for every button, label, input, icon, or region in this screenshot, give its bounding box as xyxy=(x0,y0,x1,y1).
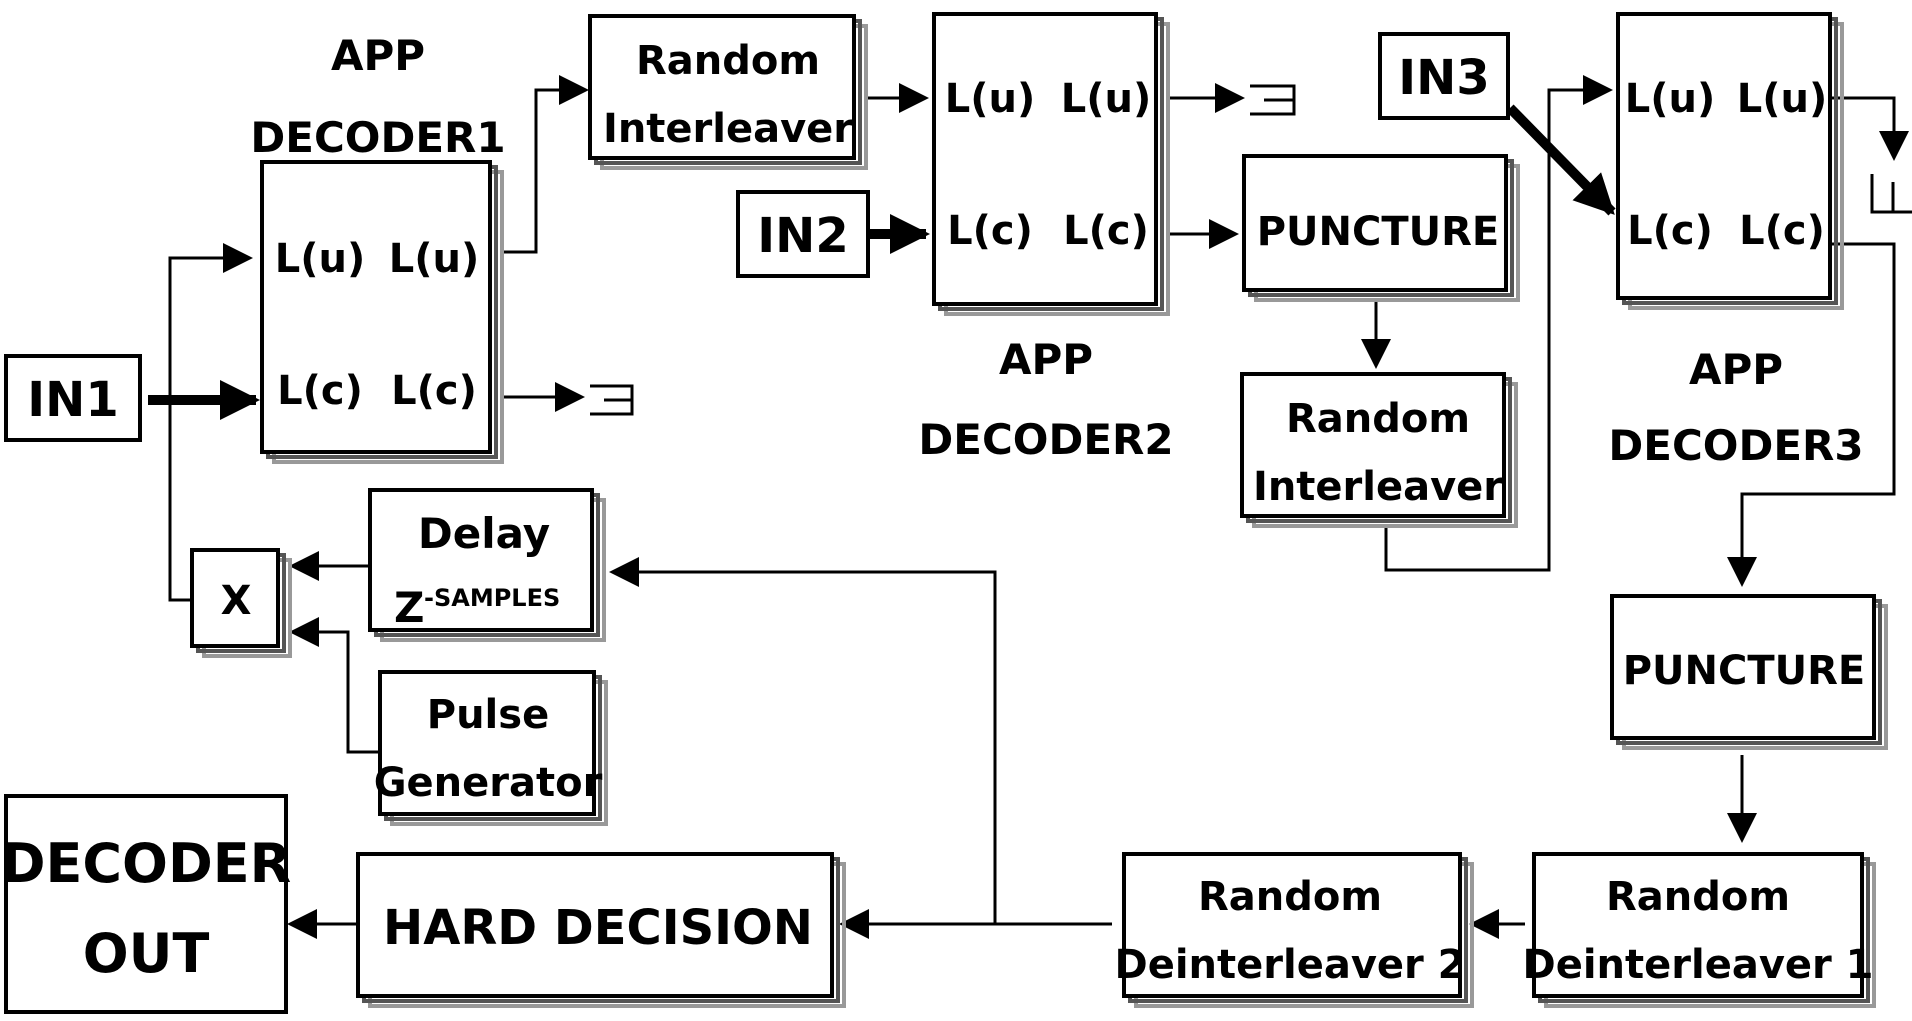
decoder1-box xyxy=(260,160,492,454)
interleaver2-to-decoder3-arrow xyxy=(1384,75,1613,572)
decoder3-in-u: L(u) xyxy=(1625,76,1716,122)
random-deinterleaver-1: Random Deinterleaver 1 xyxy=(1522,852,1876,1008)
pulse-line1: Pulse xyxy=(427,692,549,738)
input-in3: IN3 xyxy=(1378,32,1510,120)
decoder-out-line2: OUT xyxy=(83,922,210,985)
decoder3-to-puncture2-arrow xyxy=(1727,242,1896,587)
deinterleaver1-line1: Random xyxy=(1606,874,1790,920)
input-in2: IN2 xyxy=(736,190,870,278)
decoder2-in-u: L(u) xyxy=(945,76,1036,122)
ground-symbol-decoder2 xyxy=(1250,84,1296,116)
delay-line1: Delay xyxy=(418,509,550,558)
decoder3-out-c: L(c) xyxy=(1739,208,1825,254)
decoder1-to-interleaver1-arrow xyxy=(502,75,589,254)
feedback-to-delay-arrow xyxy=(609,557,997,924)
input-in1-label: IN1 xyxy=(27,372,118,428)
decoder1-title-line2: DECODER1 xyxy=(250,113,505,162)
deinterleaver2-line2: Deinterleaver 2 xyxy=(1114,942,1465,988)
app-decoder3: L(u) L(u) L(c) L(c) APP DECODER3 xyxy=(1608,12,1864,470)
puncture-2: PUNCTURE xyxy=(1610,594,1888,750)
decoder2-out-u: L(u) xyxy=(1061,76,1152,122)
pulse-generator: Pulse Generator xyxy=(374,670,608,826)
ground-symbol-decoder1 xyxy=(590,384,634,416)
hard-decision-label: HARD DECISION xyxy=(383,900,813,956)
decoder2-title-line2: DECODER2 xyxy=(918,415,1173,464)
hard-decision: HARD DECISION xyxy=(356,852,846,1008)
random-interleaver-2: Random Interleaver xyxy=(1240,372,1518,528)
decoder1-out-u: L(u) xyxy=(389,236,480,282)
app-decoder2: L(u) L(u) L(c) L(c) APP DECODER2 xyxy=(918,12,1174,464)
deinterleaver2-line1: Random xyxy=(1198,874,1382,920)
multiplier-block: X xyxy=(190,548,292,658)
in1-branch-to-decoder1-lu xyxy=(168,243,253,400)
decoder2-title-line1: APP xyxy=(999,335,1093,384)
decoder3-box xyxy=(1616,12,1832,300)
in1-branch-to-multiplier xyxy=(168,400,192,602)
delay-block: Delay Z -SAMPLES xyxy=(368,488,606,642)
puncture-1: PUNCTURE xyxy=(1242,154,1520,302)
input-in2-label: IN2 xyxy=(757,208,848,264)
interleaver2-line2: Interleaver xyxy=(1253,464,1503,510)
decoder1-in-c: L(c) xyxy=(277,368,363,414)
decoder1-title-line1: APP xyxy=(331,31,425,80)
decoder3-title-line2: DECODER3 xyxy=(1608,421,1863,470)
pulse-line2: Generator xyxy=(374,760,603,806)
decoder1-in-u: L(u) xyxy=(275,236,366,282)
random-interleaver-1: Random Interleaver xyxy=(588,14,868,170)
ground-symbol-decoder3 xyxy=(1870,174,1912,214)
input-in3-label: IN3 xyxy=(1398,50,1489,106)
pulse-to-multiplier-arrow xyxy=(289,617,378,754)
in3-to-decoder3-arrow xyxy=(1506,104,1616,216)
decoder2-in-c: L(c) xyxy=(947,208,1033,254)
decoder3-title-line1: APP xyxy=(1689,345,1783,394)
decoder1-out-c: L(c) xyxy=(391,368,477,414)
app-decoder1: APP DECODER1 L(u) L(u) L(c) L(c) xyxy=(250,31,506,464)
interleaver1-line2: Interleaver xyxy=(603,106,853,152)
decoder3-out-u: L(u) xyxy=(1737,76,1828,122)
interleaver2-line1: Random xyxy=(1286,396,1470,442)
decoder3-in-c: L(c) xyxy=(1627,208,1713,254)
decoder-out-line1: DECODER xyxy=(1,832,292,895)
decoder2-box xyxy=(932,12,1158,306)
delay-samples-superscript: -SAMPLES xyxy=(424,584,560,612)
puncture1-label: PUNCTURE xyxy=(1257,209,1500,255)
random-deinterleaver-2: Random Deinterleaver 2 xyxy=(1114,852,1474,1008)
decoder-out: DECODER OUT xyxy=(1,794,292,1014)
delay-z: Z xyxy=(394,583,424,632)
multiplier-label: X xyxy=(221,578,252,624)
connector-lines xyxy=(148,75,1909,939)
puncture2-label: PUNCTURE xyxy=(1623,648,1866,694)
input-in1: IN1 xyxy=(4,354,142,442)
decoder2-out-c: L(c) xyxy=(1063,208,1149,254)
deinterleaver1-line2: Deinterleaver 1 xyxy=(1522,942,1873,988)
interleaver1-line1: Random xyxy=(636,38,820,84)
decoder3-lu-out-arrow xyxy=(1832,96,1909,161)
